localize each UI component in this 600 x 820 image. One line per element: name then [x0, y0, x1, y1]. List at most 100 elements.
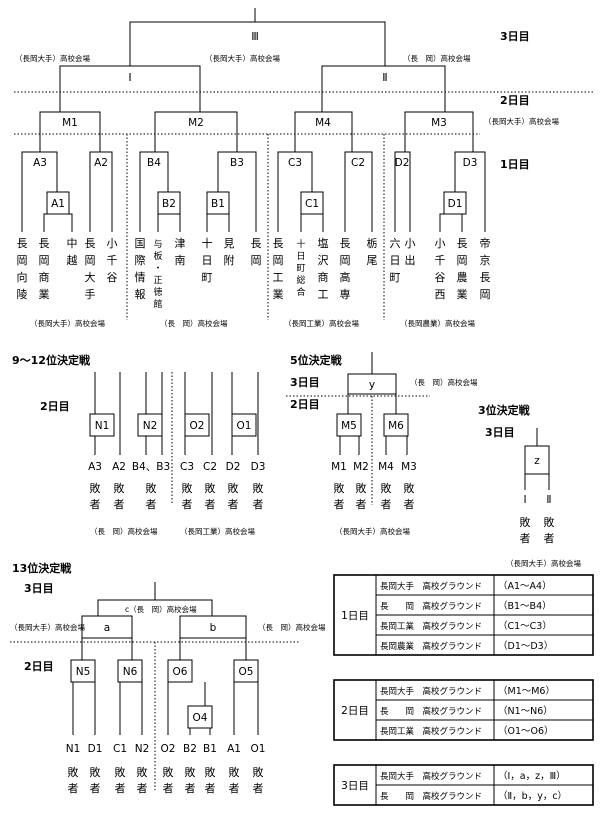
p3-slot: Ⅰ: [523, 494, 526, 506]
svg-text:敗: 敗: [253, 481, 264, 495]
p13-o4: O4: [193, 712, 208, 724]
venue-center: （長岡大手）高校会場: [205, 53, 280, 63]
team-name: 小千谷: [107, 237, 118, 284]
p9-box: N1: [95, 420, 110, 432]
p9-slot: A2: [112, 461, 126, 473]
svg-text:長: 長: [273, 237, 284, 250]
svg-text:敗: 敗: [404, 481, 415, 495]
svg-text:者: 者: [90, 782, 101, 795]
team-name: 津南: [175, 237, 186, 267]
svg-text:者: 者: [520, 532, 531, 545]
svg-text:帝: 帝: [480, 236, 491, 250]
svg-text:敗: 敗: [185, 765, 196, 779]
p5-day3: 3日目: [290, 376, 320, 389]
venue-left: （長岡大手）高校会場: [15, 53, 90, 63]
r1-label: D1: [448, 198, 463, 210]
p9-box: O1: [237, 420, 252, 432]
svg-text:敗: 敗: [356, 481, 367, 495]
loser-label: 敗者: [205, 765, 216, 795]
svg-text:敗: 敗: [163, 765, 174, 779]
a-label: B4: [147, 157, 161, 169]
svg-text:千: 千: [107, 254, 118, 267]
p13-c: c（長 岡）高校会場: [125, 604, 197, 614]
schedule-day: 2日目: [341, 705, 369, 717]
svg-text:敗: 敗: [229, 765, 240, 779]
svg-text:長: 長: [340, 237, 351, 250]
svg-text:与: 与: [153, 239, 162, 250]
schedule-range: （B1～B4）: [498, 600, 552, 612]
svg-text:業: 業: [273, 288, 284, 301]
schedule-day: 3日目: [341, 780, 369, 792]
svg-text:敗: 敗: [520, 515, 531, 529]
svg-text:者: 者: [146, 498, 157, 511]
schedule-venue: 長岡大手 高校グラウンド: [380, 581, 482, 592]
a-label: D2: [395, 157, 410, 169]
p3-title: 3位決定戦: [478, 403, 531, 417]
svg-text:者: 者: [163, 782, 174, 795]
p9-box: O2: [190, 420, 205, 432]
team-name: 栃尾: [367, 236, 378, 267]
group-venue: （長 岡）高校会場: [160, 318, 228, 328]
svg-text:敗: 敗: [137, 765, 148, 779]
svg-text:谷: 谷: [435, 271, 446, 284]
svg-text:敗: 敗: [146, 481, 157, 495]
loser-label: 敗者: [253, 481, 264, 511]
svg-text:敗: 敗: [253, 765, 264, 779]
team-name: 与板・正徳館: [153, 239, 162, 310]
svg-text:見: 見: [224, 237, 235, 250]
match-box: [89, 413, 115, 437]
venue-right: （長 岡）高校会場: [403, 53, 471, 63]
p13-slot: A1: [227, 743, 241, 755]
p9-slot: A3: [88, 461, 102, 473]
svg-text:敗: 敗: [205, 481, 216, 495]
svg-text:者: 者: [356, 498, 367, 511]
r1-label: A1: [51, 198, 65, 210]
svg-text:長: 長: [39, 237, 50, 250]
svg-text:敗: 敗: [114, 481, 125, 495]
svg-text:日: 日: [296, 251, 305, 262]
svg-text:陵: 陵: [17, 288, 28, 301]
p13-a: a: [104, 622, 110, 634]
loser-label: 敗者: [228, 481, 239, 511]
schedule-venue: 長岡大手 高校グラウンド: [380, 686, 482, 697]
svg-text:工: 工: [273, 271, 284, 284]
svg-text:小: 小: [107, 237, 118, 250]
team-name: 見附: [224, 237, 235, 267]
schedule-range: （Ⅱ，b，y，c）: [498, 790, 567, 802]
loser-label: 敗者: [163, 765, 174, 795]
p13-slot: N1: [66, 743, 81, 755]
main-bracket: Ⅲ 3日目 （長岡大手）高校会場 （長岡大手）高校会場 （長 岡）高校会場 Ⅰ …: [14, 8, 595, 328]
p3-venue: （長岡大手）高校会場: [506, 558, 581, 568]
p3-day: 3日目: [485, 426, 515, 439]
svg-text:千: 千: [435, 254, 446, 267]
p9-slot: C2: [203, 461, 217, 473]
r1-label: C1: [305, 198, 319, 210]
svg-text:岡: 岡: [340, 254, 351, 267]
schedule-range: （M1～M6）: [498, 685, 555, 697]
svg-text:長: 長: [85, 237, 96, 250]
svg-text:町: 町: [390, 271, 401, 284]
p5-venue-bottom: （長岡大手）高校会場: [335, 526, 410, 536]
svg-text:南: 南: [175, 254, 186, 267]
schedule-range: （A1～A4）: [498, 580, 552, 592]
p9-slot: C3: [180, 461, 194, 473]
loser-label: 敗者: [334, 481, 345, 511]
svg-text:者: 者: [334, 498, 345, 511]
p5-top: y: [369, 379, 375, 391]
team-name: 長岡大手: [85, 237, 96, 301]
match-box: [347, 373, 397, 395]
svg-text:栃: 栃: [367, 236, 378, 250]
svg-text:手: 手: [85, 287, 96, 301]
loser-label: 敗者: [90, 765, 101, 795]
svg-text:館: 館: [153, 298, 162, 310]
svg-text:者: 者: [114, 498, 125, 511]
svg-text:十: 十: [296, 238, 305, 250]
p13-day3: 3日目: [24, 582, 54, 595]
p9-slot: D3: [251, 461, 266, 473]
svg-text:尾: 尾: [367, 254, 378, 267]
svg-text:敗: 敗: [68, 765, 79, 779]
svg-text:岡: 岡: [39, 254, 50, 267]
